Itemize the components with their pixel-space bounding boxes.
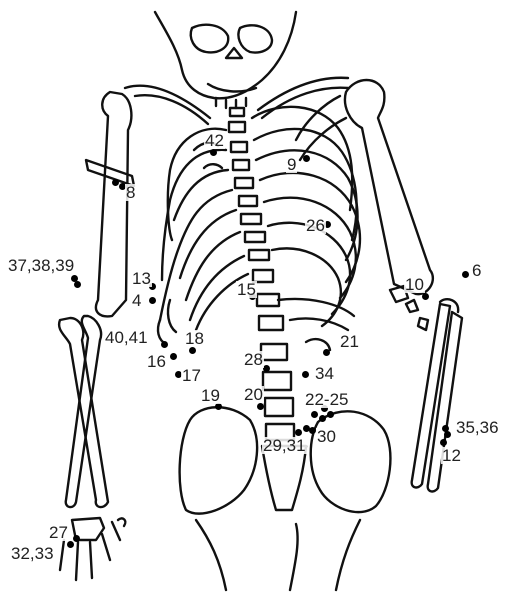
marker-dot-22a <box>311 411 318 418</box>
marker-dot-40 <box>161 341 168 348</box>
marker-label-42: 42 <box>204 132 225 149</box>
marker-label-9: 9 <box>286 156 297 173</box>
marker-label-12: 12 <box>441 447 462 464</box>
marker-dot-9 <box>303 155 310 162</box>
marker-dot-22b <box>319 415 326 422</box>
marker-label-30: 30 <box>316 428 337 445</box>
marker-dot-8a <box>112 179 119 186</box>
marker-label-35-36: 35,36 <box>455 419 500 436</box>
left-radius <box>59 318 108 507</box>
marker-dot-27 <box>73 535 80 542</box>
marker-label-10: 10 <box>404 276 425 293</box>
marker-dot-30b <box>309 427 316 434</box>
marker-label-8: 8 <box>125 184 136 201</box>
marker-label-22-25: 22-25 <box>304 391 349 408</box>
marker-label-19: 19 <box>200 387 221 404</box>
marker-label-16: 16 <box>146 353 167 370</box>
marker-dot-12 <box>440 439 447 446</box>
marker-label-18: 18 <box>184 330 205 347</box>
marker-label-40-41: 40,41 <box>104 329 149 346</box>
marker-label-15: 15 <box>236 281 257 298</box>
marker-dot-29 <box>295 429 302 436</box>
marker-label-29-31: 29,31 <box>262 437 307 454</box>
marker-dot-22c <box>327 411 334 418</box>
marker-label-34: 34 <box>314 365 335 382</box>
marker-label-4: 4 <box>131 292 142 309</box>
marker-dot-6 <box>462 271 469 278</box>
marker-label-26: 26 <box>305 217 326 234</box>
marker-dot-16 <box>170 353 177 360</box>
marker-label-32-33: 32,33 <box>10 545 55 562</box>
marker-label-27: 27 <box>48 524 69 541</box>
left-ilium <box>180 407 258 513</box>
marker-dot-34 <box>302 371 309 378</box>
marker-dot-4 <box>149 297 156 304</box>
marker-label-37-38-39: 37,38,39 <box>7 257 75 274</box>
left-clavicle <box>125 86 210 118</box>
left-humerus <box>96 92 131 316</box>
right-humerus <box>345 80 433 294</box>
marker-label-21: 21 <box>339 333 360 350</box>
marker-label-20: 20 <box>243 386 264 403</box>
marker-dot-21 <box>323 349 330 356</box>
marker-dot-35b <box>444 431 451 438</box>
marker-label-17: 17 <box>181 367 202 384</box>
marker-label-13: 13 <box>131 270 152 287</box>
skull <box>155 12 296 98</box>
sacrum <box>262 446 306 510</box>
marker-label-28: 28 <box>243 351 264 368</box>
marker-label-6: 6 <box>471 262 482 279</box>
marker-dot-37b <box>74 281 81 288</box>
